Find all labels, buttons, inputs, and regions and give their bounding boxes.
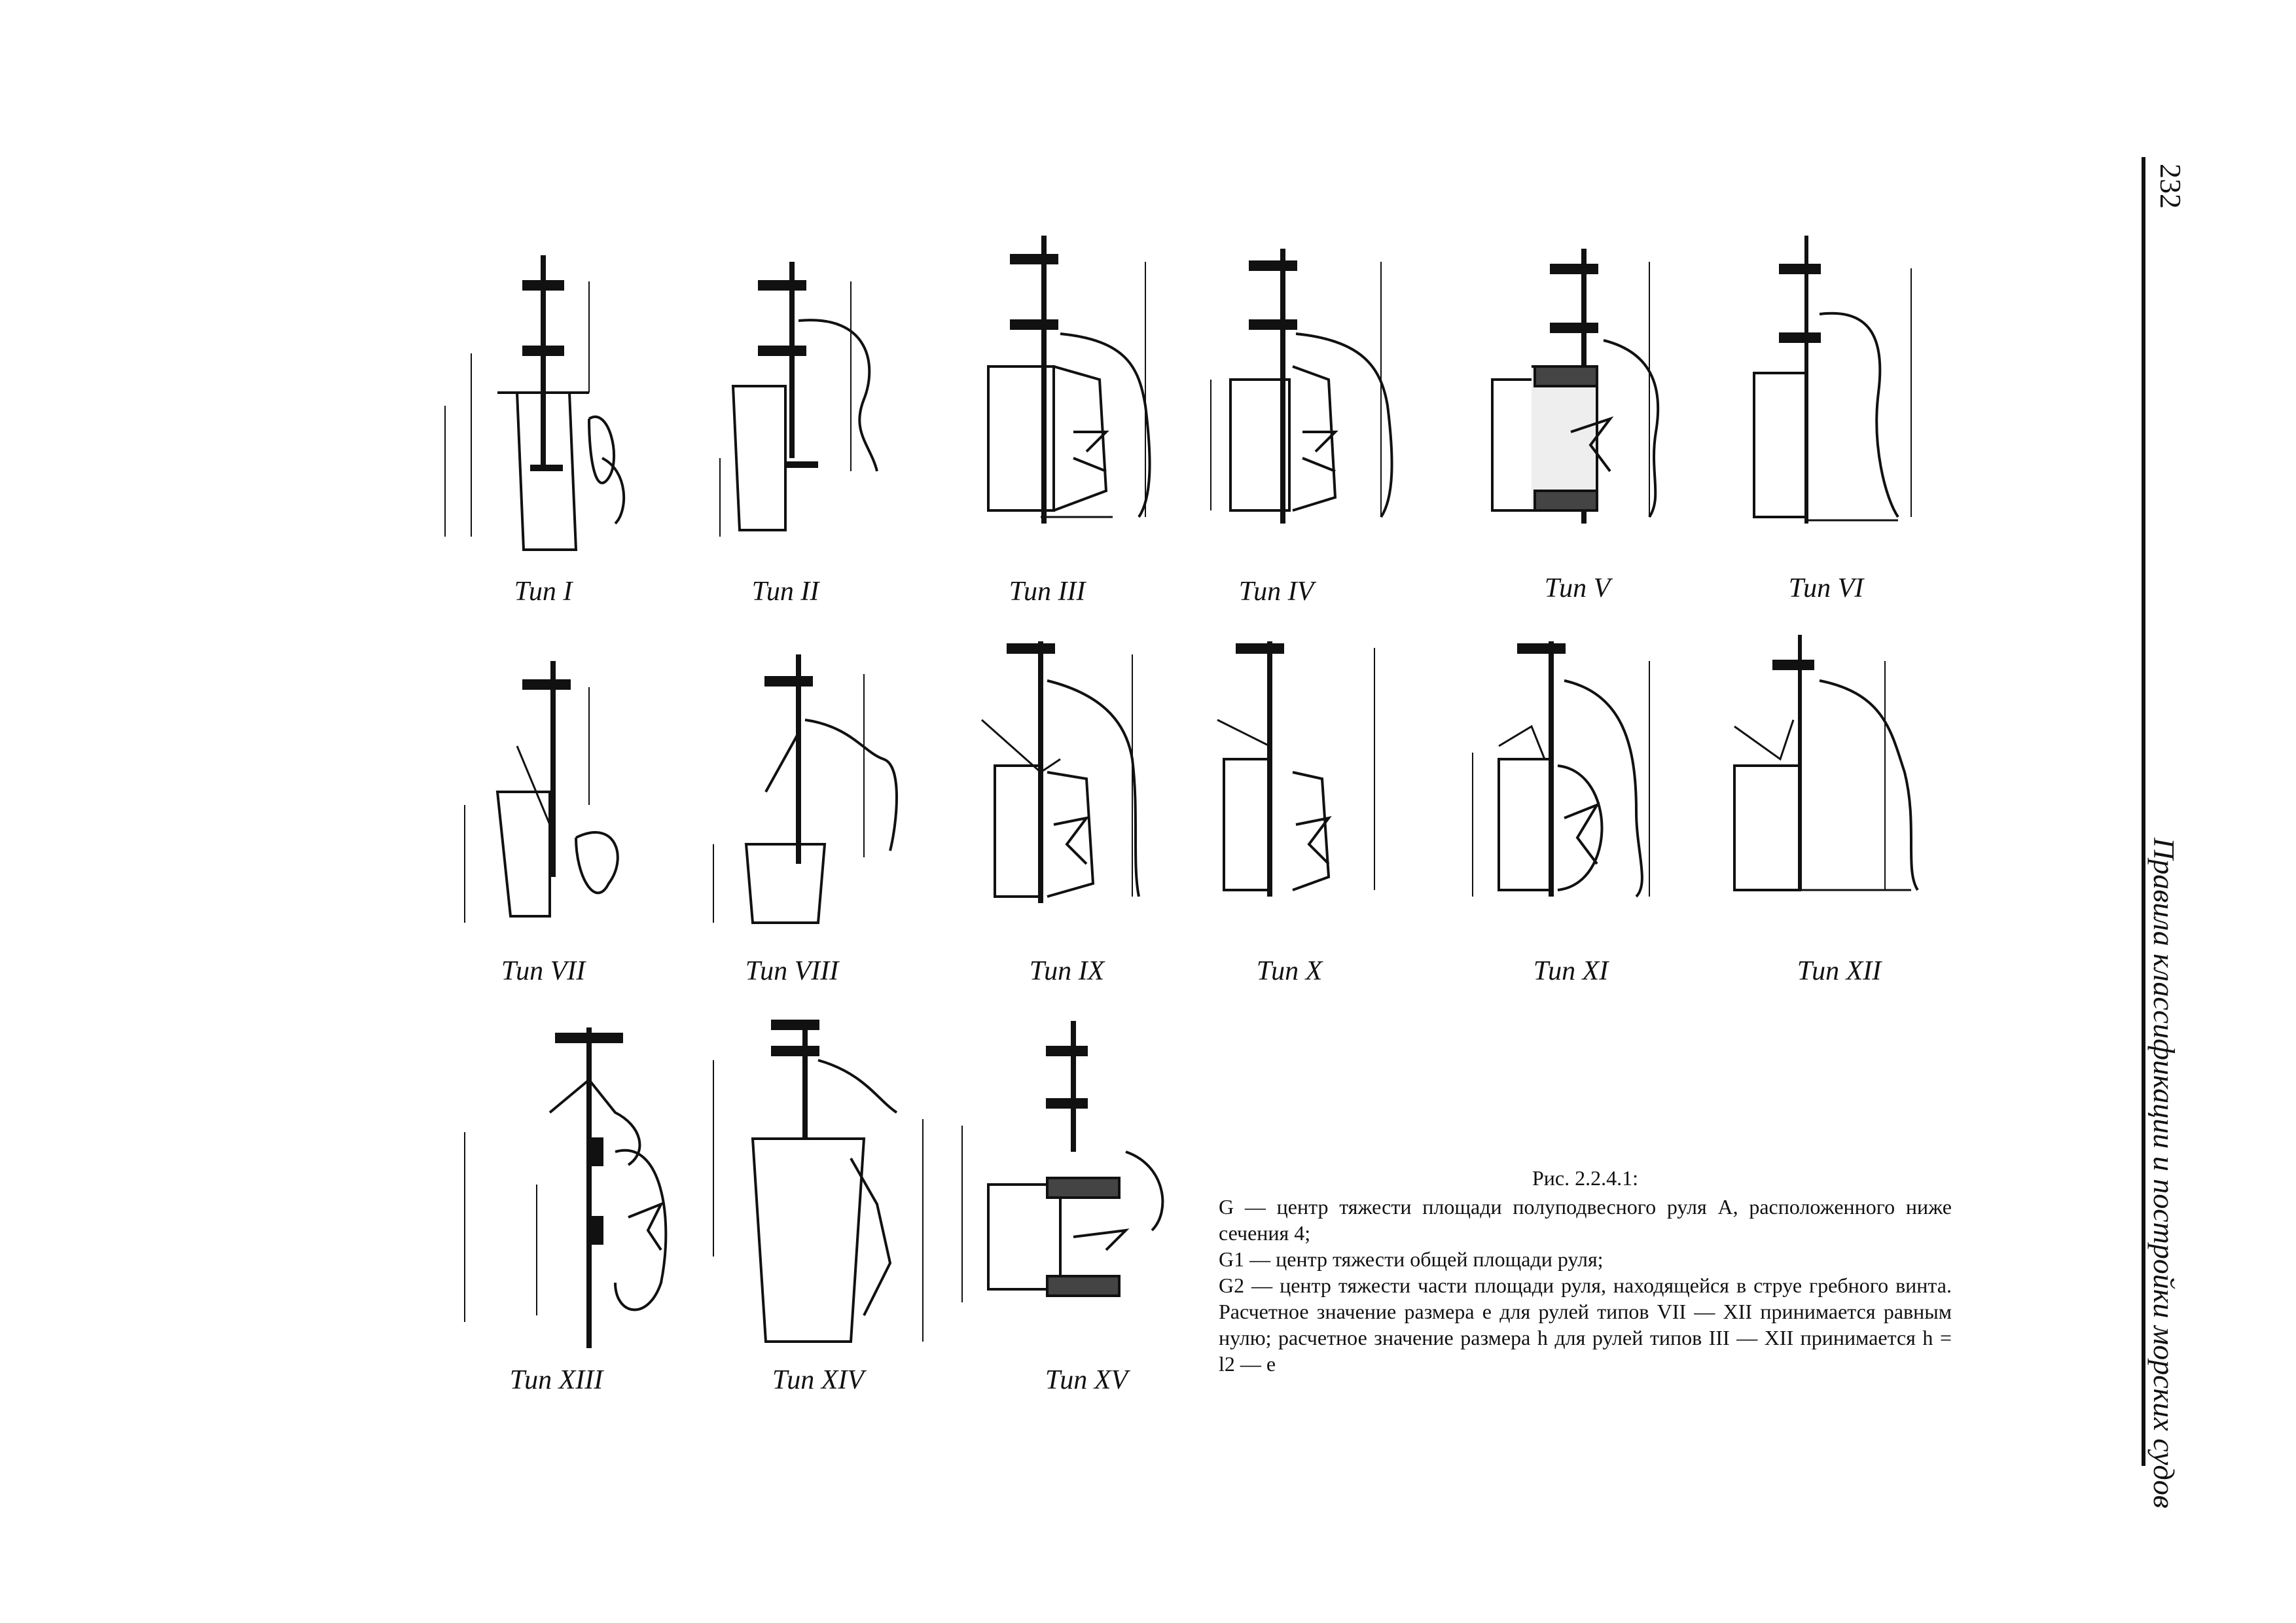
type-IX-label: Тип IX	[1029, 956, 1105, 986]
type-VII-label: Тип VII	[501, 956, 586, 986]
type-IV-label: Тип IV	[1238, 577, 1314, 607]
rudder-type-XIV-drawing	[713, 1020, 924, 1343]
rudder-type-X-drawing	[1217, 641, 1375, 897]
running-title: Правила классификации и постройки морски…	[2147, 838, 2181, 1508]
type-VIII-label: Тип VIII	[745, 956, 839, 986]
type-XIV-label: Тип XIV	[772, 1365, 865, 1395]
rudder-type-II-drawing	[719, 262, 878, 537]
rudder-type-IX-drawing	[981, 641, 1140, 903]
rudder-type-XV-drawing	[961, 1021, 1164, 1302]
rudder-type-XI-drawing	[1472, 641, 1650, 898]
header-rule	[2142, 157, 2145, 1466]
rudder-type-XII-drawing	[1733, 635, 1919, 891]
caption-title: Рис. 2.2.4.1:	[1532, 1166, 1638, 1190]
type-X-label: Тип X	[1256, 956, 1323, 986]
type-III-label: Тип III	[1009, 577, 1086, 607]
type-I-label: Тип I	[514, 577, 573, 607]
rudder-type-VII-drawing	[464, 661, 619, 923]
type-XI-label: Тип XI	[1533, 956, 1609, 986]
type-XV-label: Тип XV	[1045, 1365, 1128, 1395]
rudder-type-VI-drawing	[1753, 236, 1912, 524]
type-V-label: Тип V	[1544, 573, 1611, 603]
rudder-type-V-drawing	[1491, 249, 1660, 524]
rudder-type-VIII-drawing	[713, 654, 898, 924]
page-number: 232	[2154, 164, 2187, 209]
rudder-type-III-drawing	[987, 236, 1151, 524]
rudder-type-XIII-drawing	[464, 1027, 668, 1348]
rudder-type-I-drawing	[444, 255, 626, 551]
type-XII-label: Тип XII	[1797, 956, 1882, 986]
caption-line-G: G — центр тяжести площади полуподвесного…	[1219, 1195, 1952, 1245]
type-VI-label: Тип VI	[1788, 573, 1864, 603]
figure-caption: Рис. 2.2.4.1: G — центр тяжести площади …	[1219, 1165, 1952, 1377]
rudder-type-IV-drawing	[1210, 249, 1393, 524]
caption-line-G2: G2 — центр тяжести части площади руля, н…	[1219, 1274, 1952, 1376]
caption-line-G1: G1 — центр тяжести общей площади руля;	[1219, 1247, 1604, 1271]
type-II-label: Тип II	[751, 577, 819, 607]
type-XIII-label: Тип XIII	[509, 1365, 603, 1395]
